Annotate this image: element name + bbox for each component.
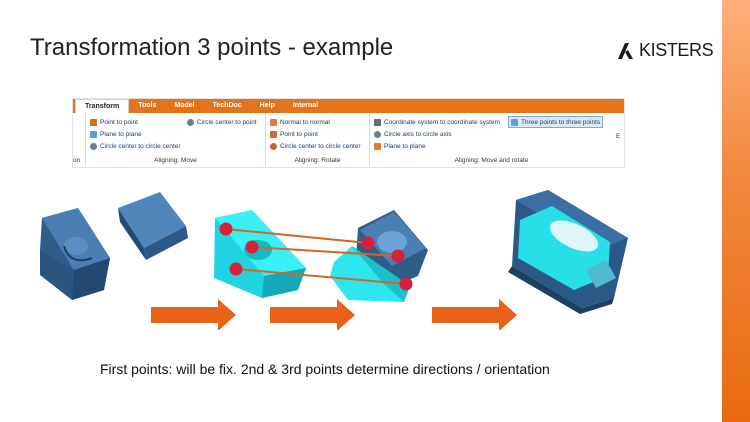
point-to-point-button[interactable]: Point to point	[90, 117, 138, 127]
point-to-point-icon	[90, 118, 97, 126]
coordinate-system-icon	[374, 118, 381, 126]
normal-to-normal-button[interactable]: Normal to normal	[270, 117, 330, 127]
rotate-circle-center-button[interactable]: Circle center to circle center	[270, 141, 361, 151]
tab-tools[interactable]: Tools	[138, 102, 157, 109]
point-markers	[219, 222, 413, 291]
group-label-aligning-rotate: Aligning: Rotate	[294, 157, 341, 164]
plane-to-plane-icon	[90, 130, 97, 138]
process-arrows	[151, 299, 517, 330]
three-points-icon	[511, 118, 518, 126]
marker-source-3	[229, 262, 243, 276]
kisters-logo-icon	[618, 42, 633, 59]
slide-caption: First points: will be fix. 2nd & 3rd poi…	[100, 361, 550, 377]
tab-help[interactable]: Help	[259, 102, 275, 109]
rotate-circle-icon	[270, 142, 277, 150]
ribbon-group-aligning-move-rotate: Coordinate system to coordinate system C…	[370, 113, 613, 166]
marker-source-1	[219, 222, 233, 236]
ribbon-tab-bar: Transform Tools Model TechDoc Help Inter…	[73, 99, 624, 113]
marker-target-2	[391, 249, 405, 263]
marker-target-1	[361, 236, 375, 250]
correspondence-line-1	[225, 228, 369, 244]
left-group-label-fragment: on	[73, 157, 81, 164]
correspondence-lines	[225, 228, 407, 285]
ribbon-overflow-icon[interactable]: E	[616, 132, 621, 140]
orange-accent-bar	[722, 0, 750, 422]
marker-target-3	[399, 277, 413, 291]
ribbon-group-aligning-rotate: Normal to normal Point to point Circle c…	[266, 113, 370, 166]
source-part-2	[118, 192, 188, 260]
source-part-1	[40, 208, 110, 300]
group-label-aligning-move: Aligning: Move	[154, 157, 197, 164]
tab-internal[interactable]: Internal	[292, 102, 319, 109]
group-label-aligning-move-rotate: Aligning: Move and rotate	[454, 157, 529, 164]
ribbon-toolbar: Transform Tools Model TechDoc Help Inter…	[72, 98, 625, 168]
transformation-illustration	[40, 190, 628, 330]
ribbon-group-aligning-move: Point to point Plane to plane Circle cen…	[86, 113, 266, 166]
correspondence-line-3	[235, 268, 407, 285]
circle-center-to-circle-center-button[interactable]: Circle center to circle center	[90, 141, 181, 151]
circle-axis-button[interactable]: Circle axis to circle axis	[374, 129, 452, 139]
tab-transform[interactable]: Transform	[75, 99, 130, 113]
arrow-right-icon	[151, 299, 236, 330]
arrow-right-icon	[432, 299, 517, 330]
logo-text: KISTERS	[639, 40, 714, 60]
cyan-triangle-part	[330, 246, 410, 302]
coordinate-system-button[interactable]: Coordinate system to coordinate system	[374, 117, 500, 127]
rotate-point-to-point-button[interactable]: Point to point	[270, 129, 318, 139]
marker-source-2	[245, 240, 259, 254]
tab-techdoc[interactable]: TechDoc	[212, 102, 242, 109]
plane-icon	[374, 142, 381, 150]
kisters-logo: KISTERS	[616, 40, 714, 61]
cyan-part-step-2	[214, 210, 306, 298]
three-points-button[interactable]: Three points to three points	[508, 116, 604, 128]
rotate-point-icon	[270, 130, 277, 138]
correspondence-line-2	[251, 246, 399, 257]
arrow-right-icon	[270, 299, 355, 330]
result-part	[508, 190, 628, 314]
tab-model[interactable]: Model	[174, 102, 195, 109]
circle-center-icon	[90, 142, 97, 150]
slide-title: Transformation 3 points - example	[30, 34, 394, 61]
ribbon-group-previous	[73, 113, 86, 166]
plane-to-plane-button[interactable]: Plane to plane	[90, 129, 142, 139]
move-rotate-plane-button[interactable]: Plane to plane	[374, 141, 426, 151]
circle-axis-icon	[374, 130, 381, 138]
circle-center-to-point-button[interactable]: Circle center to point	[187, 117, 257, 127]
circle-center-to-point-icon	[187, 118, 194, 126]
normal-to-normal-icon	[270, 118, 277, 126]
